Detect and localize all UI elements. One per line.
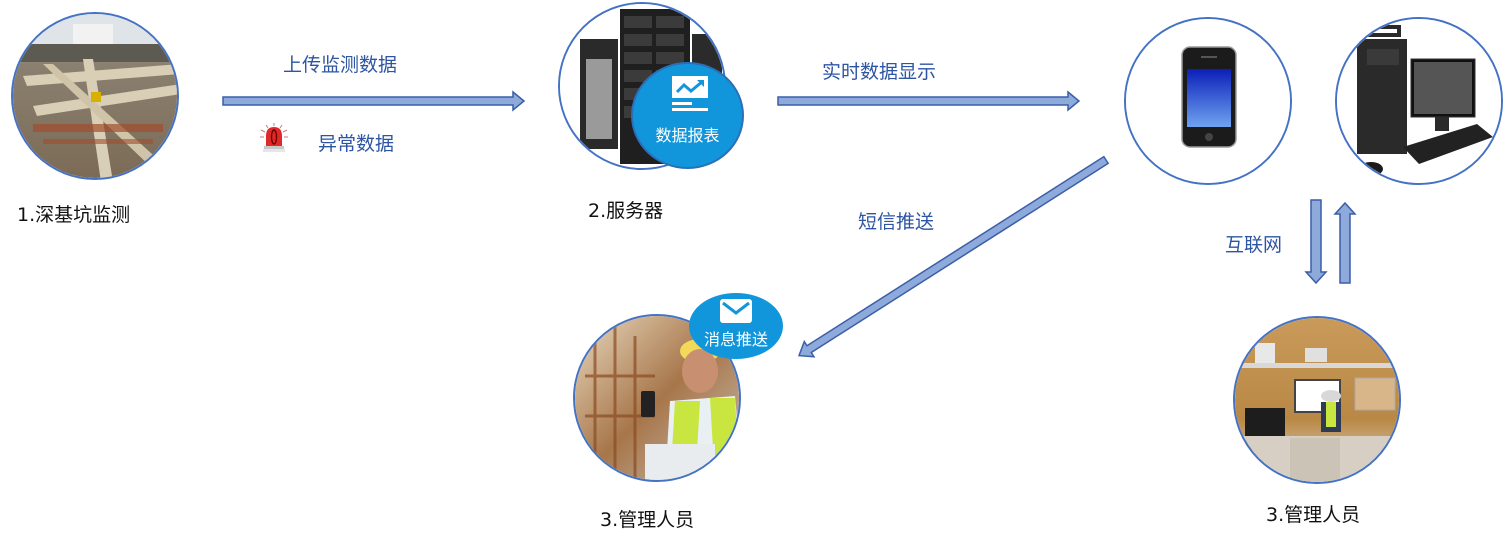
internet-up-arrow: [1333, 201, 1357, 284]
realtime-display-label: 实时数据显示: [822, 61, 937, 83]
data-report-badge: 数据报表: [631, 62, 744, 169]
message-push-badge: 消息推送: [689, 293, 783, 359]
pit-monitoring-label: 1.深基坑监测: [17, 204, 131, 226]
upload-data-label: 上传监测数据: [283, 54, 398, 76]
trend-chart-icon: [672, 76, 708, 111]
server-label: 2.服务器: [588, 200, 664, 222]
smartphone-image: [1126, 19, 1290, 183]
construction-pit-image: [13, 14, 177, 178]
smartphone-node: [1124, 17, 1292, 185]
office-manager-node: [1233, 316, 1401, 484]
desktop-computer-image: [1337, 19, 1501, 183]
office-manager-label: 3.管理人员: [1266, 504, 1361, 526]
pit-monitoring-node: [11, 12, 179, 180]
data-report-badge-label: 数据报表: [655, 126, 720, 145]
office-worker-image: [1235, 318, 1399, 482]
message-push-badge-label: 消息推送: [703, 330, 768, 349]
sms-arrow: [797, 155, 1110, 358]
abnormal-data-label: 异常数据: [318, 133, 395, 155]
realtime-arrow: [777, 90, 1081, 112]
envelope-icon: [720, 299, 752, 323]
internet-label: 互联网: [1225, 234, 1283, 256]
upload-arrow: [222, 90, 526, 112]
alarm-siren-icon: [260, 123, 288, 152]
internet-down-arrow: [1304, 199, 1328, 285]
mobile-manager-label: 3.管理人员: [600, 509, 695, 531]
sms-push-label: 短信推送: [858, 211, 935, 233]
desktop-computer-node: [1335, 17, 1503, 185]
